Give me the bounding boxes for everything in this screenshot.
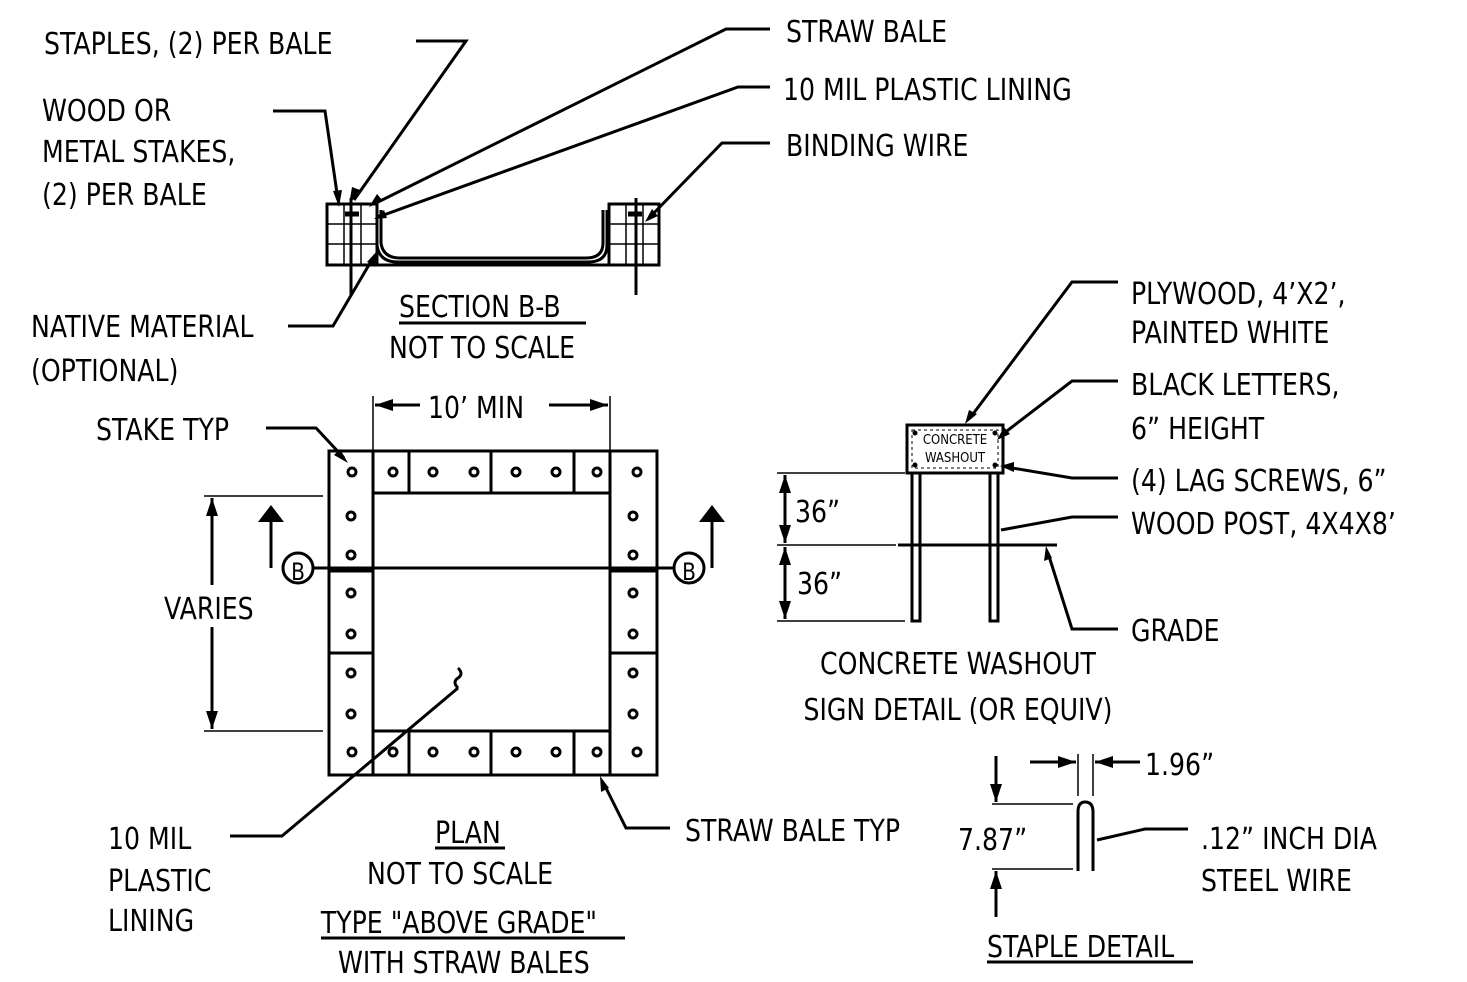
plywood-label-line2: PAINTED WHITE xyxy=(1131,315,1329,351)
sign-below-grade-dim: 36” xyxy=(797,566,842,602)
sign-title-line2: SIGN DETAIL (OR EQUIV) xyxy=(803,692,1112,728)
section-b-b: STAPLES, (2) PER BALE WOOD OR METAL STAK… xyxy=(31,14,1072,389)
sign-post-right xyxy=(988,471,1000,623)
staple-title: STAPLE DETAIL xyxy=(987,929,1175,965)
svg-text:B: B xyxy=(682,558,696,586)
grade-label: GRADE xyxy=(1131,613,1220,649)
lining-label-line3: LINING xyxy=(108,903,194,939)
wood-post-label: WOOD POST, 4X4X8’ xyxy=(1131,506,1396,542)
type-label-line2: WITH STRAW BALES xyxy=(338,945,590,977)
plan-inner-pit xyxy=(371,491,612,733)
section-marker-right: B xyxy=(672,505,725,586)
straw-bale-label: STRAW BALE xyxy=(786,14,947,50)
type-label-line1: TYPE "ABOVE GRADE" xyxy=(320,905,597,941)
bale-typ-label: STRAW BALE TYP xyxy=(685,813,900,849)
staple-wire-label-line2: STEEL WIRE xyxy=(1201,863,1352,899)
dim-width-label: 10’ MIN xyxy=(428,390,524,426)
sign-title-line1: CONCRETE WASHOUT xyxy=(820,646,1096,682)
plywood-label-line1: PLYWOOD, 4’X2’, xyxy=(1131,276,1346,312)
plan-outer-outline xyxy=(327,449,659,777)
lag-screws-label: (4) LAG SCREWS, 6” xyxy=(1131,463,1387,499)
stakes-label-line1: WOOD OR xyxy=(42,93,171,129)
staple-wire-label-line1: .12” INCH DIA xyxy=(1201,821,1377,857)
section-title: SECTION B-B xyxy=(399,289,561,325)
stakes-label-line3: (2) PER BALE xyxy=(42,177,207,213)
staple-height-label: 7.87” xyxy=(958,822,1027,858)
staple-width-label: 1.96” xyxy=(1145,747,1214,783)
staples-label: STAPLES, (2) PER BALE xyxy=(44,26,333,62)
sign-board-text-line2: WASHOUT xyxy=(925,450,985,465)
letters-label-line2: 6” HEIGHT xyxy=(1131,411,1264,447)
plan-view: B B 10’ MIN VARIES STAKE TYP xyxy=(96,390,900,981)
sign-board xyxy=(905,423,1005,475)
staple-detail: 1.96” 7.87” .12” INCH DIA STEEL WIRE STA… xyxy=(958,747,1377,965)
section-marker-left: B xyxy=(258,505,315,586)
plan-title: PLAN xyxy=(435,815,501,851)
section-left-bale xyxy=(325,198,379,295)
staple-shape xyxy=(1076,800,1095,871)
section-scale: NOT TO SCALE xyxy=(389,330,575,366)
section-plastic-lining xyxy=(375,210,609,264)
stakes-label-line2: METAL STAKES, xyxy=(42,134,235,170)
plastic-lining-label: 10 MIL PLASTIC LINING xyxy=(783,72,1072,108)
stake-typ-label: STAKE TYP xyxy=(96,412,229,448)
native-material-label-line2: (OPTIONAL) xyxy=(31,353,178,389)
section-right-bale xyxy=(607,198,661,295)
sign-detail: CONCRETE WASHOUT 36” 36” PLYWOOD, 4’X2’,… xyxy=(777,276,1396,728)
letters-label-line1: BLACK LETTERS, xyxy=(1131,367,1339,403)
lining-label-line2: PLASTIC xyxy=(108,863,211,899)
svg-text:B: B xyxy=(291,558,305,586)
binding-wire-label: BINDING WIRE xyxy=(786,128,968,164)
native-material-label-line1: NATIVE MATERIAL xyxy=(31,309,254,345)
plan-scale: NOT TO SCALE xyxy=(367,856,553,892)
varies-label: VARIES xyxy=(164,591,254,627)
sign-post-left xyxy=(910,471,922,623)
plan-stakes xyxy=(345,466,643,758)
sign-above-grade-dim: 36” xyxy=(795,494,840,530)
sign-board-text-line1: CONCRETE xyxy=(923,432,988,447)
lining-label-line1: 10 MIL xyxy=(108,821,192,857)
